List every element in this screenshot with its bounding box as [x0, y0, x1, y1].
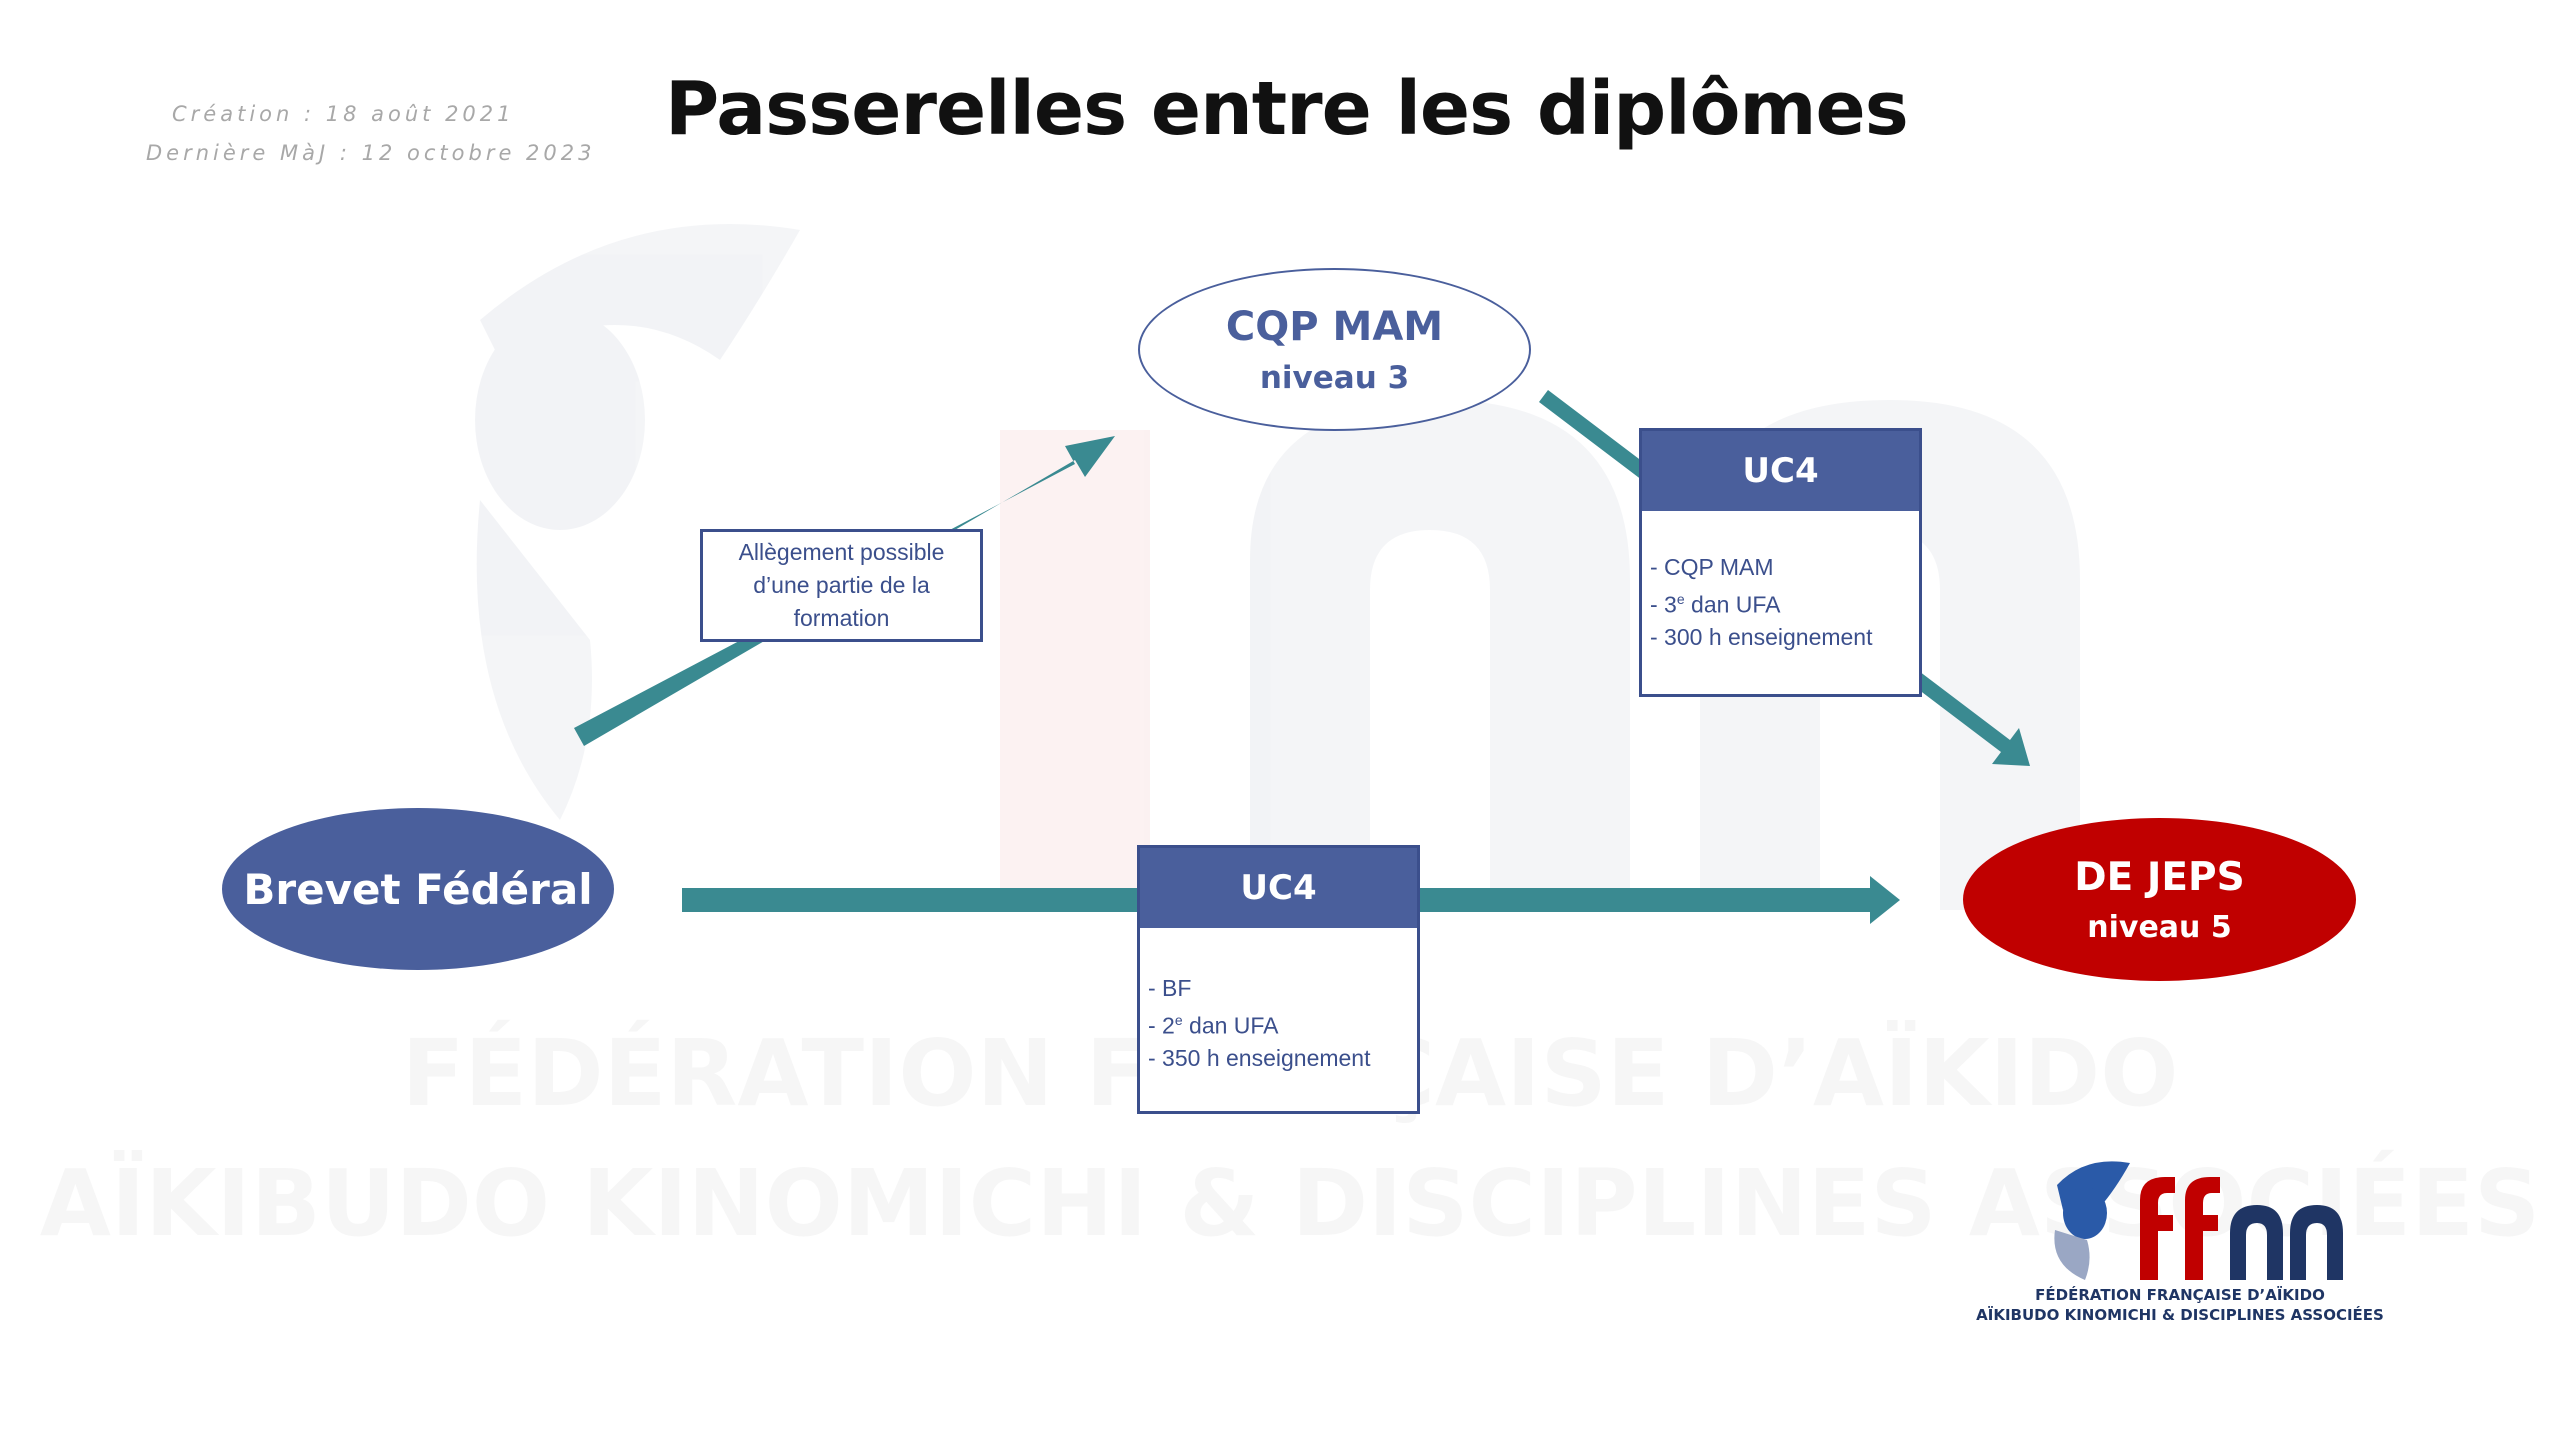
page-title: Passerelles entre les diplômes: [665, 66, 1909, 152]
last-update-date: Dernière MàJ : 12 octobre 2023: [146, 141, 596, 165]
logo-text-line-2: AÏKIBUDO KINOMICHI & DISCIPLINES ASSOCIÉ…: [1976, 1306, 2384, 1324]
uc4-card-title: UC4: [1140, 848, 1417, 928]
de-jeps-node: DE JEPS niveau 5: [1963, 818, 2356, 981]
uc4-card-title: UC4: [1642, 431, 1919, 511]
uc4-requirements-list: - BF - 2e dan UFA - 350 h enseignement: [1140, 972, 1417, 1074]
cqp-mam-node: CQP MAM niveau 3: [1138, 268, 1531, 431]
cqp-mam-label: CQP MAM: [1225, 303, 1444, 350]
logo-text-line-1: FÉDÉRATION FRANÇAISE D’AÏKIDO: [2035, 1286, 2325, 1304]
creation-date: Création : 18 août 2021: [172, 102, 515, 126]
de-jeps-level: niveau 5: [2087, 909, 2232, 945]
brevet-federal-node: Brevet Fédéral: [222, 808, 614, 970]
requirement-item: - 300 h enseignement: [1650, 623, 1873, 650]
uc4-card-bf-path: UC4 - BF - 2e dan UFA - 350 h enseigneme…: [1137, 845, 1420, 1114]
cqp-mam-level: niveau 3: [1259, 359, 1410, 396]
allegement-note-text: Allègement possible d’une partie de la f…: [738, 539, 945, 631]
requirement-item: - BF: [1148, 975, 1192, 1001]
uc4-card-cqp-path: UC4 - CQP MAM - 3e dan UFA - 300 h ensei…: [1639, 428, 1922, 697]
requirement-item: - 2e dan UFA: [1148, 1012, 1279, 1039]
de-jeps-label: DE JEPS: [2074, 854, 2245, 900]
brevet-federal-label: Brevet Fédéral: [243, 864, 593, 914]
ffaaa-logo: [2054, 1161, 2343, 1280]
uc4-requirements-list: - CQP MAM - 3e dan UFA - 300 h enseignem…: [1642, 551, 1919, 653]
requirement-item: - 350 h enseignement: [1148, 1044, 1371, 1071]
requirement-item: - 3e dan UFA: [1650, 591, 1781, 618]
requirement-item: - CQP MAM: [1650, 554, 1774, 580]
allegement-note: Allègement possible d’une partie de la f…: [700, 529, 983, 642]
